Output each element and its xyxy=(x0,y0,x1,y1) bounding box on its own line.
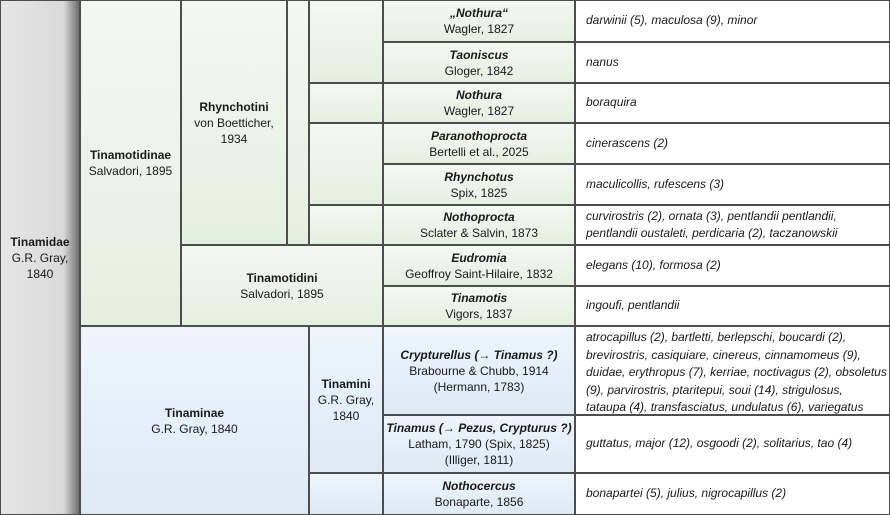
species-line: guttatus, major (12), osgoodi (2), solit… xyxy=(586,436,853,451)
genus-name: Nothura xyxy=(456,88,502,102)
species-cell: atrocapillus (2), bartletti, berlepschi,… xyxy=(575,326,890,415)
species-cell: guttatus, major (12), osgoodi (2), solit… xyxy=(575,415,890,473)
genus-name: Nothoprocta xyxy=(443,210,515,224)
species-line: cinerascens (2) xyxy=(586,135,669,150)
tribe-author: G.R. Gray, xyxy=(317,392,375,407)
subfamily-cell-tinamotidinae: Tinamotidinae Salvadori, 1895 xyxy=(80,0,181,326)
subfamily-author: G.R. Gray, 1840 xyxy=(151,421,238,436)
subfamily-name: Tinaminae xyxy=(164,405,225,420)
genus-author: Vigors, 1837 xyxy=(445,307,513,321)
subfamily-name: Tinamotidinae xyxy=(89,148,172,162)
subfamily-cell-tinaminae: Tinaminae G.R. Gray, 1840 xyxy=(80,326,309,515)
species-line: brevirostris, casiquiare, cinereus, cinn… xyxy=(586,347,861,362)
species-line: maculicollis, rufescens (3) xyxy=(586,176,725,191)
family-name: Tinamidae xyxy=(10,234,70,249)
tribe-author: Salvadori, 1895 xyxy=(240,286,324,301)
species-line: (9), parvirostris, ptaritepui, soui (14)… xyxy=(586,382,843,397)
species-line: darwinii (5), maculosa (9), minor xyxy=(586,13,758,28)
species-line: elegans (10), formosa (2) xyxy=(586,257,721,272)
genus-author: Gloger, 1842 xyxy=(444,63,514,78)
genus-author: Latham, 1790 (Spix, 1825) xyxy=(408,437,550,451)
genus-name: Paranothoprocta xyxy=(430,128,527,143)
tribe-cell-rhynchotini: Rhynchotini von Boetticher, 1934 xyxy=(181,0,287,245)
genus-author-2: (Illiger, 1811) xyxy=(444,453,514,467)
species-line: curvirostris (2), ornata (3), pentlandii… xyxy=(586,208,837,223)
genus-author: Bertelli et al., 2025 xyxy=(429,144,529,159)
species-cell: bonapartei (5), julius, nigrocapillus (2… xyxy=(575,473,890,515)
species-line: duidae, erythropus (7), kerriae, noctiva… xyxy=(586,365,887,379)
genus-cell: Nothocercus Bonaparte, 1856 xyxy=(383,473,575,515)
species-line: atrocapillus (2), bartletti, berlepschi,… xyxy=(586,330,847,344)
tribe-author: von Boetticher, xyxy=(194,115,274,130)
genus-name: Tinamus (→ Pezus, Crypturus ?) xyxy=(386,421,572,435)
genus-name: „Nothura“ xyxy=(450,6,508,20)
genus-author: Wagler, 1827 xyxy=(443,22,515,36)
species-line: nanus xyxy=(586,54,619,69)
subtribe-cell xyxy=(309,123,383,205)
genus-cell: Nothoprocta Sclater & Salvin, 1873 xyxy=(383,205,575,245)
genus-author: Spix, 1825 xyxy=(450,185,508,200)
tribe-cell-tinamini: Tinamini G.R. Gray, 1840 xyxy=(309,326,383,473)
subtribe-cell xyxy=(309,205,383,245)
genus-name: Nothocercus xyxy=(442,479,516,493)
tribe-cell-tinamotidini: Tinamotidini Salvadori, 1895 xyxy=(181,245,383,326)
family-author: G.R. Gray, xyxy=(11,250,69,265)
family-year: 1840 xyxy=(26,266,54,281)
genus-cell: Taoniscus Gloger, 1842 xyxy=(383,42,575,83)
genus-name: Rhynchotus xyxy=(444,169,514,184)
subtribe-cell xyxy=(287,0,309,245)
genus-author: Bonaparte, 1856 xyxy=(434,495,524,509)
genus-cell: Rhynchotus Spix, 1825 xyxy=(383,164,575,205)
subfamily-author: Salvadori, 1895 xyxy=(88,164,173,178)
genus-cell: Tinamus (→ Pezus, Crypturus ?) Latham, 1… xyxy=(383,415,575,473)
genus-cell: Eudromia Geoffroy Saint-Hilaire, 1832 xyxy=(383,245,575,286)
species-cell: curvirostris (2), ornata (3), pentlandii… xyxy=(575,205,890,245)
genus-author: Geoffroy Saint-Hilaire, 1832 xyxy=(405,266,553,281)
tribe-year: 1934 xyxy=(220,131,248,146)
genus-cell: Tinamotis Vigors, 1837 xyxy=(383,286,575,326)
species-cell: elegans (10), formosa (2) xyxy=(575,245,890,286)
species-cell: boraquira xyxy=(575,83,890,123)
species-cell: darwinii (5), maculosa (9), minor xyxy=(575,0,890,42)
species-line: tataupa (4), transfasciatus, undulatus (… xyxy=(586,400,864,414)
genus-name: Crypturellus (→ Tinamus ?) xyxy=(400,347,558,362)
genus-cell: Nothura Wagler, 1827 xyxy=(383,83,575,123)
subtribe-cell xyxy=(309,0,383,83)
species-cell: ingoufi, pentlandii xyxy=(575,286,890,326)
genus-name: Eudromia xyxy=(451,250,507,265)
genus-author: Wagler, 1827 xyxy=(443,104,515,118)
genus-author-2: (Hermann, 1783) xyxy=(433,379,525,394)
genus-author: Sclater & Salvin, 1873 xyxy=(419,226,539,240)
genus-cell: Crypturellus (→ Tinamus ?) Brabourne & C… xyxy=(383,326,575,415)
species-cell: nanus xyxy=(575,42,890,83)
family-cell: Tinamidae G.R. Gray, 1840 xyxy=(0,0,80,515)
subtribe-cell xyxy=(309,83,383,123)
genus-cell: „Nothura“ Wagler, 1827 xyxy=(383,0,575,42)
species-cell: maculicollis, rufescens (3) xyxy=(575,164,890,205)
tribe-year: 1840 xyxy=(332,408,360,423)
species-cell: cinerascens (2) xyxy=(575,123,890,164)
tribe-name: Tinamini xyxy=(321,376,371,391)
tribe-name: Tinamotidini xyxy=(246,270,318,285)
species-line: bonapartei (5), julius, nigrocapillus (2… xyxy=(586,486,787,501)
species-line: boraquira xyxy=(586,95,637,110)
species-line: ingoufi, pentlandii xyxy=(586,298,680,313)
genus-author: Brabourne & Chubb, 1914 xyxy=(409,363,549,378)
genus-cell: Paranothoprocta Bertelli et al., 2025 xyxy=(383,123,575,164)
genus-name: Taoniscus xyxy=(449,47,509,62)
tribe-name: Rhynchotini xyxy=(199,99,269,114)
species-line: pentlandii oustaleti, perdicaria (2), ta… xyxy=(586,226,838,240)
subtribe-cell xyxy=(309,473,383,515)
genus-name: Tinamotis xyxy=(450,291,508,305)
